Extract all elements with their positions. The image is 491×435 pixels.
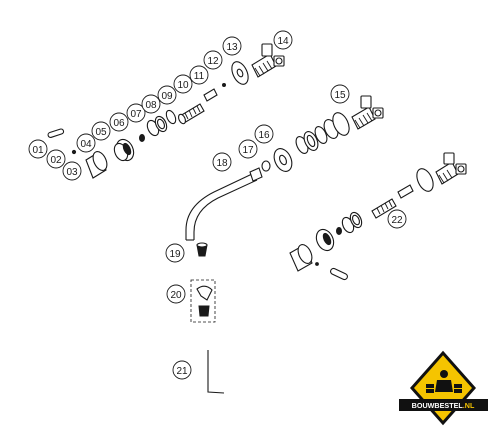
callouts: 01 02 03 04 05 06 07 08 09 10 11 12 13 1… (28, 30, 407, 380)
callout-05: 05 (91, 121, 111, 141)
part-18-spout (185, 167, 263, 241)
logo-brand-text: BOUWBESTEL (412, 401, 464, 410)
svg-text:BOUWBESTEL.NL: BOUWBESTEL.NL (412, 401, 475, 410)
svg-text:15: 15 (334, 90, 346, 101)
svg-text:09: 09 (161, 91, 173, 102)
lower-pin (330, 267, 348, 281)
svg-text:03: 03 (66, 167, 78, 178)
part-10-spindle (178, 103, 205, 125)
callout-16: 16 (254, 124, 274, 144)
callout-12: 12 (203, 50, 223, 70)
svg-text:01: 01 (32, 145, 44, 156)
part-05-cover-ring (113, 138, 135, 162)
callout-10: 10 (173, 74, 193, 94)
svg-text:08: 08 (145, 100, 157, 111)
part-09-o-ring (165, 109, 177, 125)
logo-suffix-text: .NL (463, 401, 475, 410)
part-19-aerator (196, 242, 208, 257)
svg-text:19: 19 (169, 249, 181, 260)
part-01-pin (47, 128, 65, 138)
svg-text:13: 13 (226, 42, 238, 53)
part-16-flange (273, 148, 293, 172)
callout-07: 07 (126, 103, 146, 123)
callout-17: 17 (238, 139, 258, 159)
part-11-tube (203, 88, 218, 102)
callout-21: 21 (172, 360, 192, 380)
svg-text:06: 06 (113, 118, 125, 129)
callout-11: 11 (189, 65, 209, 85)
lower-cover-ring (315, 228, 335, 252)
part-12-dot (222, 83, 226, 87)
callout-15: 15 (330, 84, 350, 104)
svg-text:17: 17 (242, 145, 254, 156)
callout-09: 09 (157, 85, 177, 105)
part-15-flange-disk (332, 112, 350, 136)
part-21-hex-key (207, 350, 225, 394)
callout-13: 13 (222, 36, 242, 56)
svg-text:14: 14 (277, 36, 289, 47)
callout-06: 06 (109, 112, 129, 132)
svg-text:12: 12 (207, 56, 219, 67)
callout-08: 08 (141, 94, 161, 114)
svg-text:20: 20 (170, 290, 182, 301)
lower-right-assembly (289, 152, 467, 281)
logo-worker-icon (426, 370, 462, 393)
callout-03: 03 (62, 161, 82, 181)
part-20-boxed-set (190, 279, 216, 323)
svg-text:04: 04 (80, 139, 92, 150)
logo-banner (399, 399, 488, 411)
part-02-screw (71, 149, 77, 155)
bouwbestel-logo: BOUWBESTEL.NL (399, 350, 488, 426)
callout-20: 20 (166, 284, 186, 304)
lower-handle (289, 244, 313, 272)
svg-text:05: 05 (95, 127, 107, 138)
upper-left-assembly (47, 43, 285, 179)
svg-text:11: 11 (194, 71, 205, 82)
part-06-nut (139, 134, 145, 142)
callout-18: 18 (212, 152, 232, 172)
svg-text:07: 07 (130, 109, 142, 120)
part-14-wall-elbow (251, 43, 285, 78)
lower-wall-elbow (435, 152, 467, 185)
callout-14: 14 (273, 30, 293, 50)
part-03-handle (85, 151, 108, 179)
svg-text:02: 02 (50, 155, 62, 166)
part-17-ring (261, 160, 271, 172)
callout-19: 19 (165, 243, 185, 263)
svg-text:16: 16 (258, 130, 270, 141)
callout-22: 22 (387, 209, 407, 229)
callout-04: 04 (76, 133, 96, 153)
callout-01: 01 (28, 139, 48, 159)
svg-text:10: 10 (177, 80, 189, 91)
callout-02: 02 (46, 149, 66, 169)
svg-text:21: 21 (176, 366, 188, 377)
svg-text:18: 18 (216, 158, 228, 169)
part-13-flange (231, 61, 249, 85)
part-22-spindle (371, 184, 414, 219)
part-15-wall-elbow (351, 95, 384, 130)
svg-text:22: 22 (391, 215, 403, 226)
middle-right-assembly (261, 95, 384, 172)
